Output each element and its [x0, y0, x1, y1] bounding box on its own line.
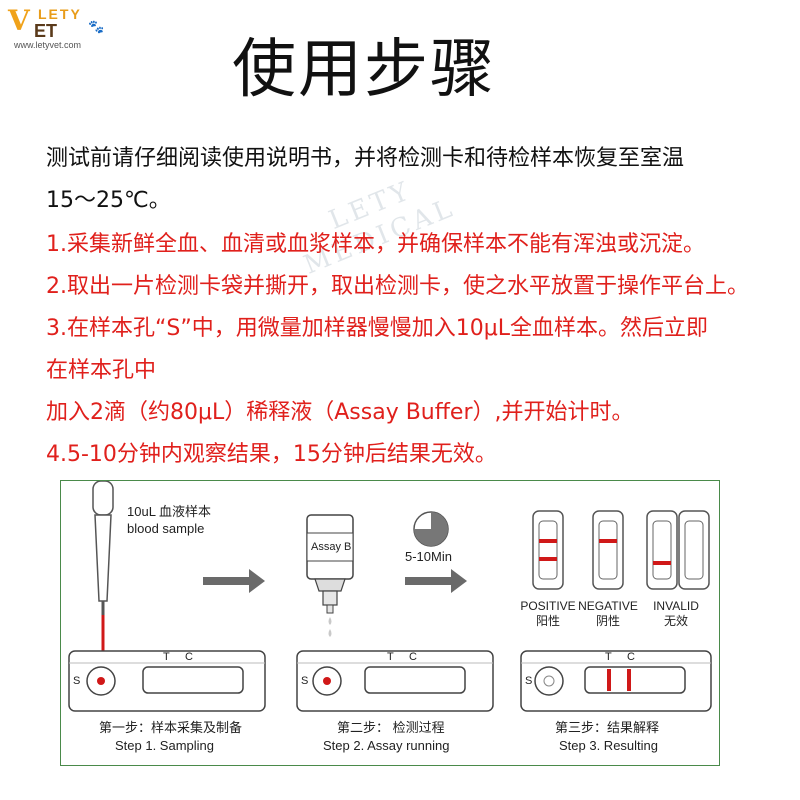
- brand-logo: V LETY ET 🐾 www.letyvet.com: [4, 2, 114, 50]
- result-cassette-negative: [592, 510, 624, 590]
- card3-t-label: T: [605, 651, 612, 663]
- logo-letter-v: V: [8, 4, 30, 37]
- timer-icon: [413, 511, 449, 547]
- result-positive-en: POSITIVE: [520, 599, 576, 613]
- result-negative-en: NEGATIVE: [578, 599, 638, 613]
- test-card-1: [68, 650, 266, 712]
- timer-label: 5-10Min: [405, 549, 452, 564]
- card2-t-label: T: [387, 651, 394, 663]
- arrow-icon-2: [405, 569, 467, 593]
- result-label-positive: POSITIVE 阳性: [513, 599, 583, 629]
- result-invalid-cn: 无效: [663, 614, 688, 628]
- step-1-text: 1.采集新鲜全血、血清或血浆样本，并确保样本不能有浑浊或沉淀。: [46, 232, 705, 257]
- test-card-3: [520, 650, 712, 712]
- result-cassette-positive: [532, 510, 564, 590]
- pipette-icon: [92, 481, 114, 661]
- intro-line-1: 测试前请仔细阅读使用说明书，并将检测卡和待检样本恢复至室温: [46, 146, 685, 171]
- card1-t-label: T: [163, 651, 170, 663]
- card1-s-label: S: [73, 675, 81, 687]
- buffer-bottle-icon: [306, 514, 354, 637]
- arrow-icon-1: [203, 569, 265, 593]
- result-invalid-en: INVALID: [653, 599, 699, 613]
- intro-line-2: 15～25℃。: [46, 188, 171, 213]
- page-title: 使用步骤: [232, 33, 496, 107]
- sample-label-cn: 10uL 血液样本: [127, 504, 212, 519]
- sample-label-en: blood sample: [127, 521, 205, 536]
- procedure-illustration: [68, 481, 712, 712]
- result-cassette-invalid-1: [646, 510, 678, 590]
- step3-caption-en: Step 3. Resulting: [559, 738, 659, 753]
- step-3-text-cont: 在样本孔中: [46, 358, 157, 383]
- paw-icon: 🐾: [88, 20, 105, 35]
- step-3-text-buffer: 加入2滴（约80μL）稀释液（Assay Buffer）,并开始计时。: [46, 400, 634, 425]
- card2-s-label: S: [301, 675, 309, 687]
- step3-caption-cn: 第三步：结果解释: [555, 720, 660, 735]
- test-card-2: [296, 650, 494, 712]
- card2-c-label: C: [409, 651, 417, 663]
- card3-s-label: S: [525, 675, 533, 687]
- result-cassette-invalid-2: [678, 510, 710, 590]
- card1-c-label: C: [185, 651, 193, 663]
- logo-url: www.letyvet.com: [14, 40, 82, 50]
- logo-et: ET: [34, 21, 58, 41]
- result-positive-cn: 阳性: [535, 614, 560, 628]
- step1-caption-en: Step 1. Sampling: [115, 738, 215, 753]
- procedure-diagram: 10uL 血液样本 blood sample Assay B 5-10Min P…: [60, 480, 720, 766]
- step-2-text: 2.取出一片检测卡袋并撕开，取出检测卡，使之水平放置于操作平台上。: [46, 274, 749, 299]
- bottle-label: Assay B: [311, 541, 352, 553]
- step1-caption-cn: 第一步：样本采集及制备: [99, 720, 243, 735]
- step2-caption-cn: 第二步： 检测过程: [337, 720, 445, 735]
- result-label-invalid: INVALID 无效: [641, 599, 711, 629]
- logo-lety: LETY: [38, 6, 82, 22]
- step-4-text: 4.5-10分钟内观察结果，15分钟后结果无效。: [46, 442, 497, 467]
- step2-caption-en: Step 2. Assay running: [323, 738, 450, 753]
- result-label-negative: NEGATIVE 阴性: [573, 599, 643, 629]
- result-negative-cn: 阴性: [595, 614, 620, 628]
- card3-c-label: C: [627, 651, 635, 663]
- step-3-text: 3.在样本孔“S”中，用微量加样器慢慢加入10μL全血样本。然后立即: [46, 316, 708, 341]
